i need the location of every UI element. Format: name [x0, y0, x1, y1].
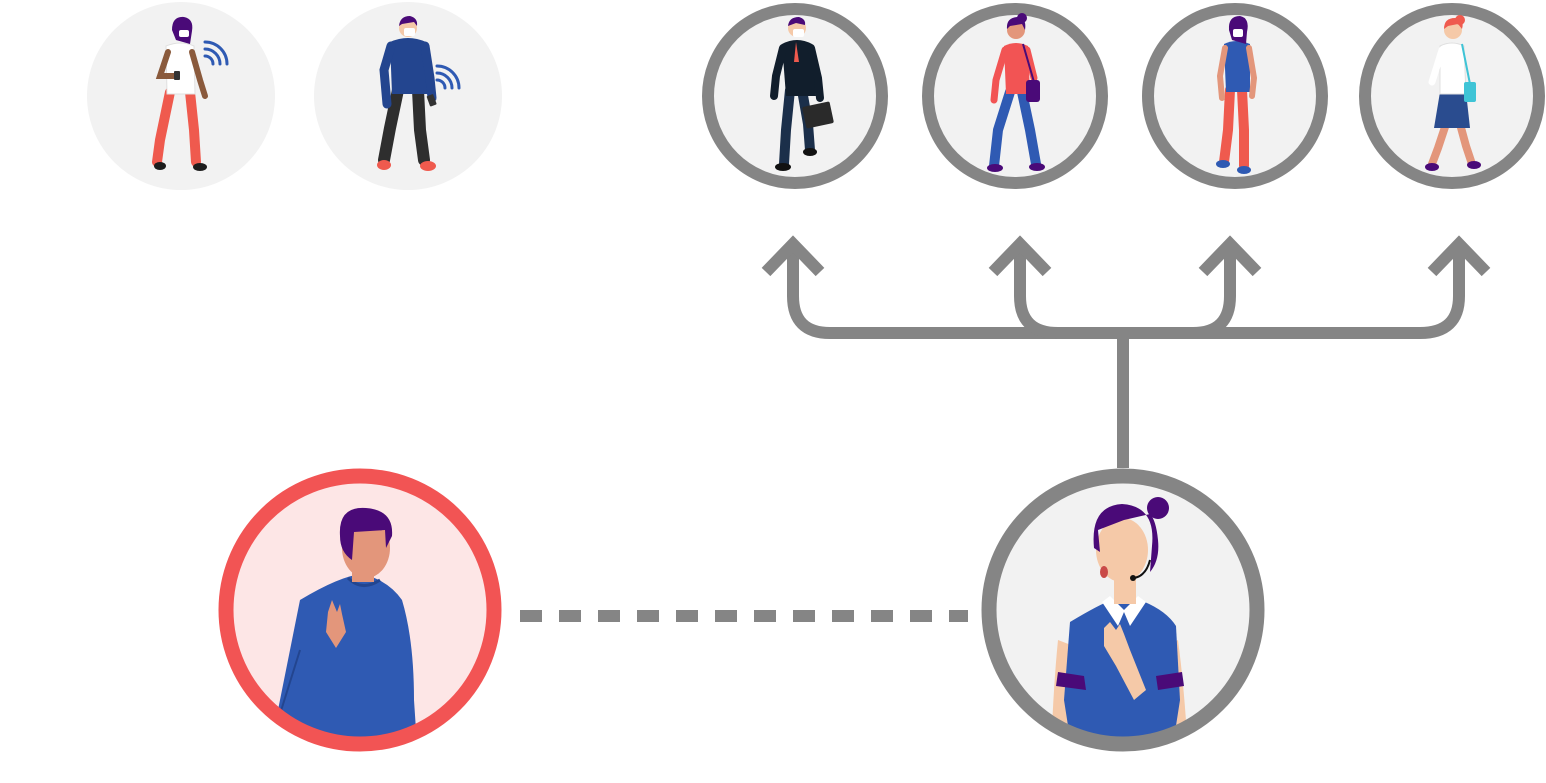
connector-group — [520, 235, 1491, 622]
node-contact-businessman — [702, 3, 888, 189]
node-phone-user-woman — [87, 2, 275, 190]
connector-branch-woman-bag — [1014, 245, 1123, 339]
signal-waves-icon — [203, 40, 229, 66]
node-contact-woman-blue — [1142, 3, 1328, 189]
walking-woman-with-tote-icon — [1425, 15, 1481, 171]
arrowhead-icon — [988, 235, 1052, 277]
arrowhead-icon — [761, 235, 825, 277]
person-with-phone-signal-icon — [152, 16, 208, 171]
arrowhead-icon — [1198, 235, 1262, 277]
arrowhead-icon — [1427, 235, 1491, 277]
person-with-phone-signal-icon — [377, 16, 437, 171]
node-contact-woman-skirt — [1359, 3, 1545, 189]
node-contact-woman-bag — [922, 3, 1108, 189]
signal-waves-icon — [435, 64, 461, 90]
node-contact-tracer — [981, 468, 1265, 752]
connector-branch-businessman — [787, 245, 1123, 339]
node-phone-user-man — [314, 2, 502, 190]
walking-woman-with-bag-icon — [987, 13, 1045, 172]
connector-branch-woman-skirt — [1123, 245, 1465, 339]
walking-woman-icon — [1216, 16, 1258, 174]
node-positive-case — [218, 468, 502, 752]
walking-businessman-icon — [770, 17, 834, 171]
